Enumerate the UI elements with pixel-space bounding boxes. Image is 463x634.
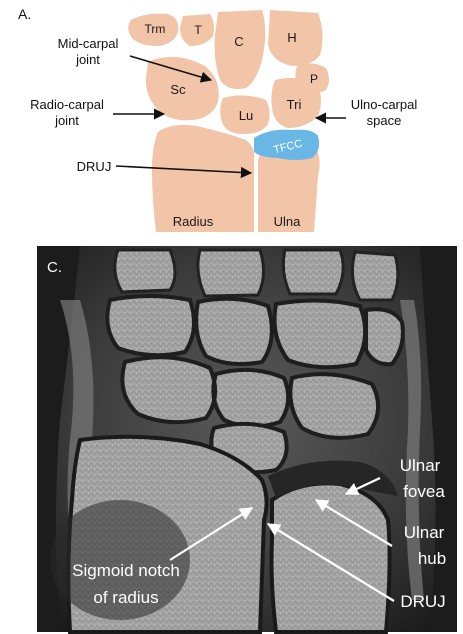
label-midcarpal-line2: joint	[75, 52, 100, 67]
label-ulnar-hub-line2: hub	[418, 549, 446, 568]
trapezoid-bone	[180, 14, 214, 46]
label-trm: Trm	[145, 22, 166, 36]
label-p: P	[310, 72, 318, 86]
trapezium-bone	[128, 13, 179, 47]
arrow-midcarpal	[129, 55, 213, 83]
label-ulnar-fovea-line2: fovea	[403, 482, 445, 501]
label-lu: Lu	[239, 108, 253, 123]
label-druj-a: DRUJ	[77, 159, 112, 174]
arrow-ulnar-fovea	[344, 477, 381, 495]
label-ulnar-fovea-line1: Ulnar	[400, 456, 441, 475]
label-radius: Radius	[173, 214, 214, 229]
panel-a-tag: A.	[18, 6, 31, 22]
label-sigmoid-line2: of radius	[93, 588, 158, 607]
hamate-bone	[268, 10, 323, 66]
label-radiocarpal-line2: joint	[54, 113, 79, 128]
label-tri: Tri	[287, 97, 302, 112]
metacarpal-bases	[113, 248, 400, 302]
label-druj-c: DRUJ	[400, 592, 445, 611]
label-t: T	[194, 23, 202, 37]
mri-tfcc	[268, 460, 398, 498]
pisiform-bone	[295, 63, 329, 94]
label-ulnocarpal-line2: space	[367, 113, 402, 128]
ulna-bone	[258, 139, 320, 232]
label-midcarpal-line1: Mid-carpal	[58, 36, 119, 51]
soft-tissue-right	[420, 246, 457, 632]
arrow-druj-a	[115, 165, 253, 179]
label-sigmoid-line1: Sigmoid notch	[72, 561, 180, 580]
label-ulnar-hub-line1: Ulnar	[404, 523, 445, 542]
tfcc-cartilage	[254, 129, 320, 160]
panel-c-tag: C.	[47, 259, 62, 276]
mri-ulna	[269, 481, 392, 634]
arrow-sigmoid-notch	[169, 507, 254, 561]
mri-distal-row	[105, 294, 405, 370]
mri-shadow	[50, 500, 190, 620]
label-c: C	[234, 34, 243, 49]
mri-proximal-row	[120, 355, 380, 440]
arrow-ulnar-hub	[314, 499, 393, 547]
soft-tissue-left	[37, 246, 80, 632]
carpal-bones	[128, 10, 329, 232]
label-sc: Sc	[170, 82, 186, 97]
radius-bone	[152, 124, 255, 232]
capitate-bone	[214, 10, 266, 89]
label-ulnocarpal-line1: Ulno-carpal	[351, 97, 418, 112]
label-h: H	[287, 30, 296, 45]
lunate-bone	[220, 95, 270, 134]
label-ulna: Ulna	[274, 214, 302, 229]
fat-right	[400, 300, 424, 600]
panel-c: C. Ulnar fovea Ulnar hub Sigmoid notch o…	[37, 246, 457, 634]
panel-a: A. Trm T C H Sc P Lu Tri TFCC Radius Uln…	[18, 6, 417, 232]
arrow-druj-c	[266, 523, 395, 602]
label-radiocarpal-line1: Radio-carpal	[30, 97, 104, 112]
